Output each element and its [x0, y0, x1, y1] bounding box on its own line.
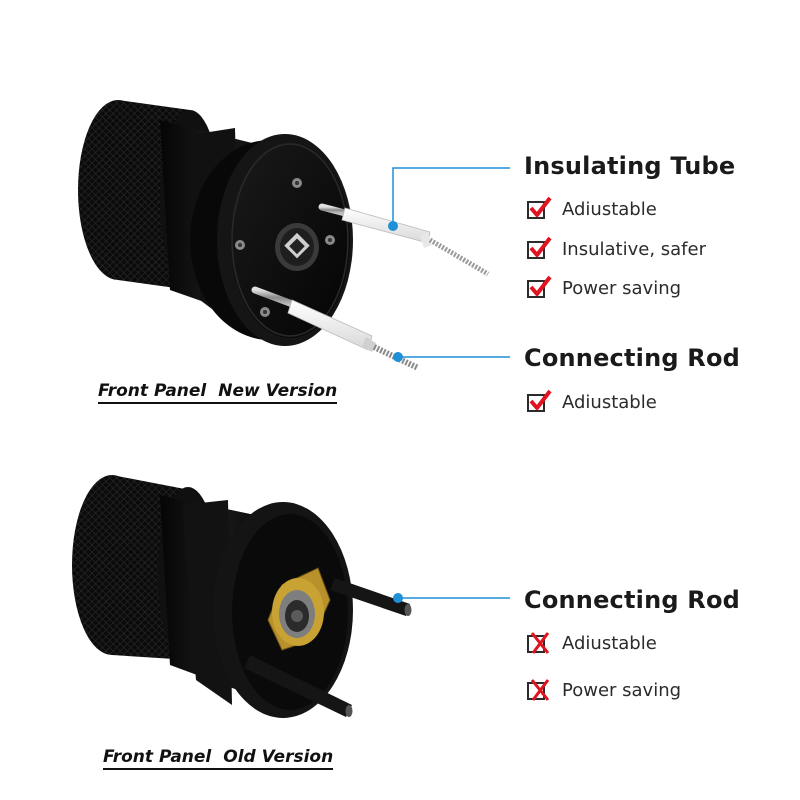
feature-row: Power saving: [527, 678, 682, 701]
caption-new-version: Front Panel New Version: [98, 381, 338, 404]
feature-row: Adiustable: [527, 631, 657, 654]
callout-insulating-tube: [388, 167, 510, 231]
cross-icon: [527, 631, 550, 654]
face-screws: [235, 178, 335, 317]
caption-version: Old Version: [223, 747, 334, 767]
feature-label: Power saving: [562, 278, 682, 299]
check-icon: [527, 275, 552, 298]
feature-label: Adiustable: [562, 392, 657, 413]
feature-row: Power saving: [527, 275, 682, 299]
feature-label: Insulative, safer: [562, 239, 706, 260]
check-icon: [527, 196, 552, 219]
feature-label: Adiustable: [562, 199, 657, 220]
feature-label: Power saving: [562, 680, 682, 701]
caption-old-version: Front Panel Old Version: [103, 747, 334, 770]
lower-insulating-tube: [251, 286, 420, 371]
callout-connecting-rod-new: [393, 352, 510, 362]
connecting-rod-heading-old: Connecting Rod: [524, 586, 741, 614]
feature-row: Adiustable: [527, 389, 657, 413]
cross-icon: [527, 678, 550, 701]
check-icon: [527, 236, 552, 259]
feature-row: Insulative, safer: [527, 236, 706, 260]
connecting-rod-heading-new: Connecting Rod: [524, 344, 741, 372]
feature-row: Adiustable: [527, 196, 657, 220]
insulating-tube-heading: Insulating Tube: [524, 152, 736, 180]
old-version-device-illustration: [72, 475, 412, 718]
caption-version: New Version: [218, 381, 338, 401]
check-icon: [527, 389, 552, 412]
caption-front: Front Panel: [103, 747, 212, 767]
caption-front: Front Panel: [98, 381, 207, 401]
callout-connecting-rod-old: [393, 593, 510, 603]
upper-insulating-tube: [318, 203, 490, 277]
center-shaft: [275, 223, 319, 271]
feature-label: Adiustable: [562, 633, 657, 654]
